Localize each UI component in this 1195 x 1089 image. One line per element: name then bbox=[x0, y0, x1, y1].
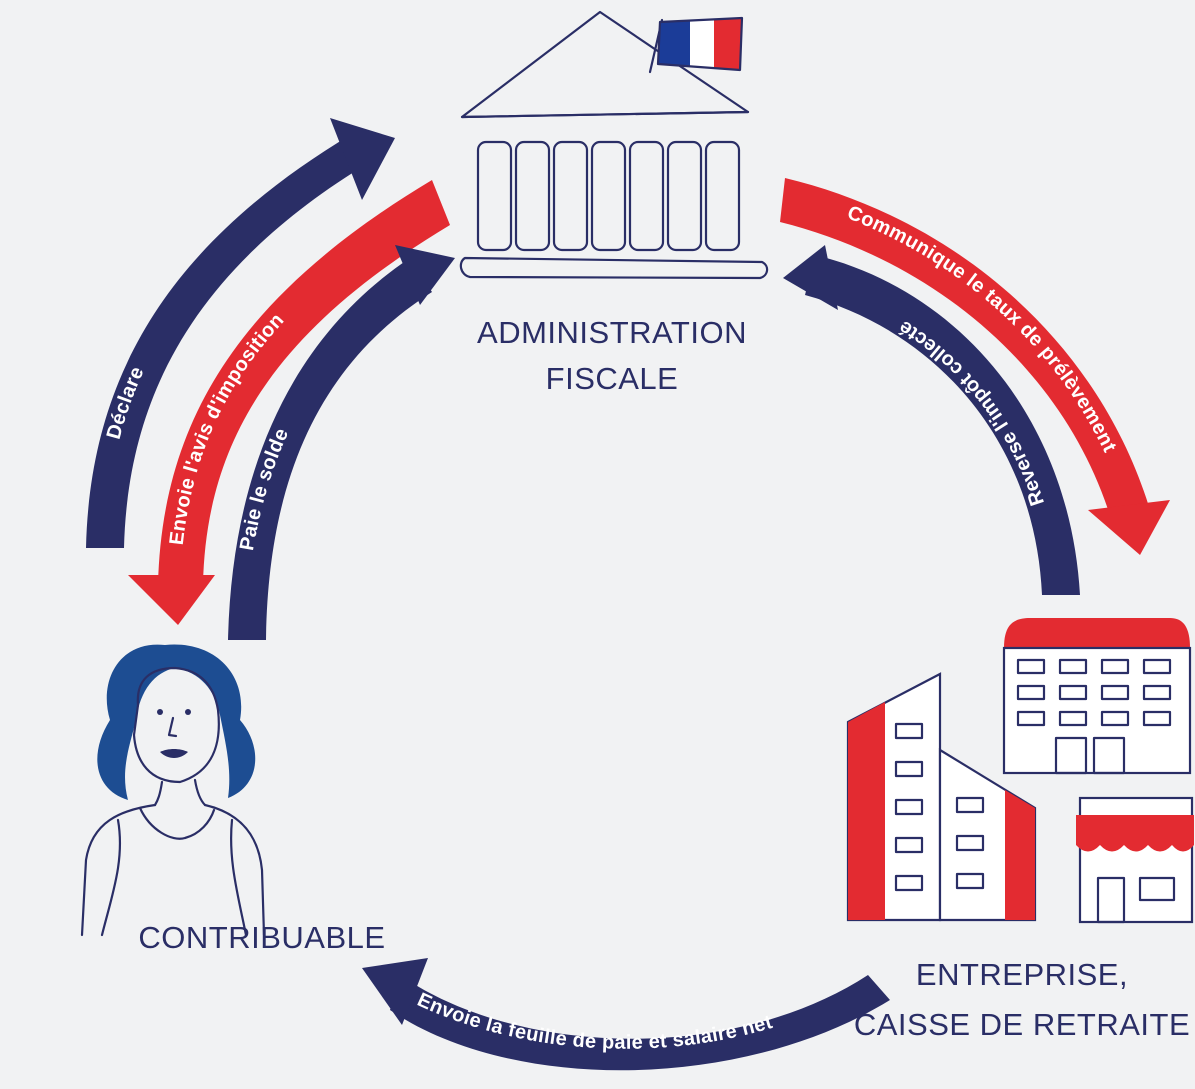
arrow-solde-head bbox=[395, 245, 455, 305]
arrow-taux-body bbox=[780, 178, 1150, 522]
arrow-declare-head bbox=[330, 118, 395, 200]
french-flag-icon bbox=[648, 16, 744, 74]
arrow-solde-body bbox=[228, 258, 432, 640]
arrow-reverse: Reverse l'impôt collecté bbox=[783, 245, 1080, 595]
arrow-declare-body bbox=[86, 134, 370, 548]
arrow-solde: Paie le solde bbox=[228, 245, 455, 640]
arrow-avis-head bbox=[128, 575, 215, 625]
arrow-feuille: Envoie la feuille de paie et salaire net bbox=[362, 958, 890, 1071]
arrow-feuille-head bbox=[362, 958, 428, 1025]
entreprise-label-line1: ENTREPRISE, bbox=[916, 957, 1128, 992]
arrow-reverse-head bbox=[783, 245, 838, 310]
arrow-feuille-body bbox=[390, 975, 890, 1071]
entreprise-label-line2: CAISSE DE RETRAITE bbox=[854, 1007, 1190, 1042]
arrow-taux-head bbox=[1088, 500, 1170, 555]
arrow-reverse-body bbox=[805, 255, 1080, 595]
woman-taxpayer-icon bbox=[80, 644, 266, 937]
contribuable-label: CONTRIBUABLE bbox=[138, 920, 385, 955]
administration-label-line2: FISCALE bbox=[546, 361, 679, 396]
arrow-avis-body bbox=[158, 180, 450, 585]
administration-label-line1: ADMINISTRATION bbox=[477, 315, 747, 350]
company-buildings-icon bbox=[846, 618, 1194, 924]
